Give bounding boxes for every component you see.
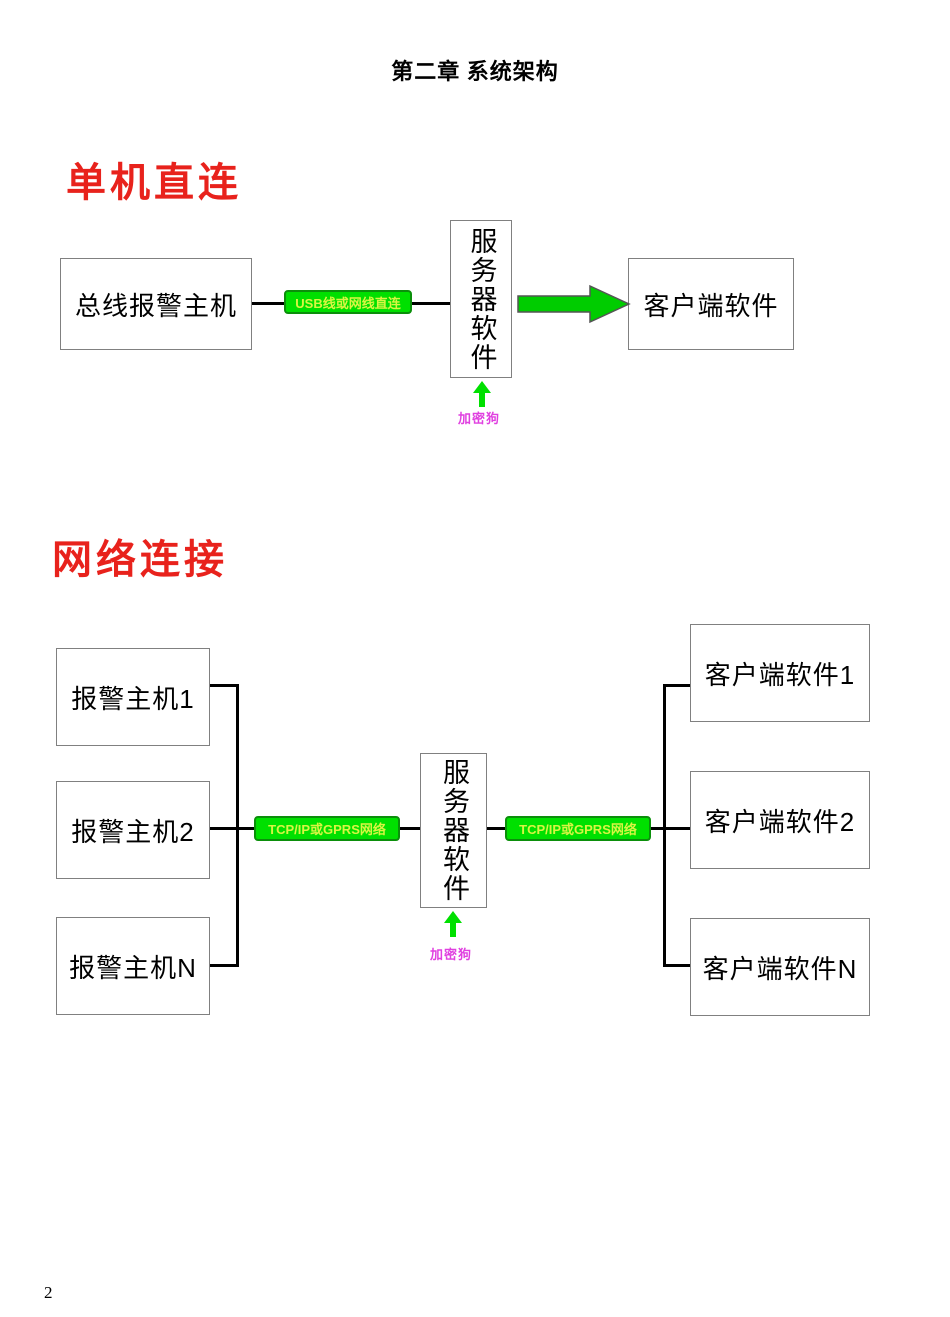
connector-clientn-stub <box>663 964 693 967</box>
connector-client2-stub <box>663 827 693 830</box>
node-server-software-network: 服务器软件 <box>420 753 487 908</box>
connector-label-to-server <box>410 302 452 305</box>
section-heading-standalone: 单机直连 <box>66 161 242 205</box>
node-server-software: 服务器软件 <box>450 220 512 378</box>
node-client-software: 客户端软件 <box>628 258 794 350</box>
connector-host1-stub <box>209 684 239 687</box>
connector-hostn-stub <box>209 964 239 967</box>
dongle-arrow-up-1 <box>473 381 491 407</box>
node-alarm-host-n: 报警主机N <box>56 917 210 1015</box>
dongle-label-1: 加密狗 <box>458 411 501 426</box>
connector-client1-stub <box>663 684 693 687</box>
node-client-software-n: 客户端软件N <box>690 918 870 1016</box>
section-heading-network: 网络连接 <box>52 538 228 582</box>
node-bus-alarm-host: 总线报警主机 <box>60 258 252 350</box>
connector-server-to-label-right <box>485 827 507 830</box>
connector-left-bus-trunk <box>236 684 239 967</box>
link-label-network-left: TCP/IP或GPRS网络 <box>254 816 400 841</box>
flow-arrow-server-to-client <box>517 284 631 324</box>
connector-bus-to-label-left <box>236 827 256 830</box>
dongle-label-2: 加密狗 <box>430 947 473 962</box>
link-label-usb-direct: USB线或网线直连 <box>284 290 412 314</box>
connector-right-bus-trunk <box>663 684 666 967</box>
node-client-software-1: 客户端软件1 <box>690 624 870 722</box>
connector-label-right-to-bus <box>649 827 674 830</box>
connector-host2-stub <box>209 827 239 830</box>
dongle-arrow-up-2 <box>444 911 462 937</box>
page-number: 2 <box>44 1283 53 1302</box>
connector-host-to-label <box>252 302 286 305</box>
node-client-software-2: 客户端软件2 <box>690 771 870 869</box>
connector-label-left-to-server <box>398 827 422 830</box>
node-alarm-host-2: 报警主机2 <box>56 781 210 879</box>
page-title: 第二章 系统架构 <box>391 59 559 84</box>
node-alarm-host-1: 报警主机1 <box>56 648 210 746</box>
link-label-network-right: TCP/IP或GPRS网络 <box>505 816 651 841</box>
